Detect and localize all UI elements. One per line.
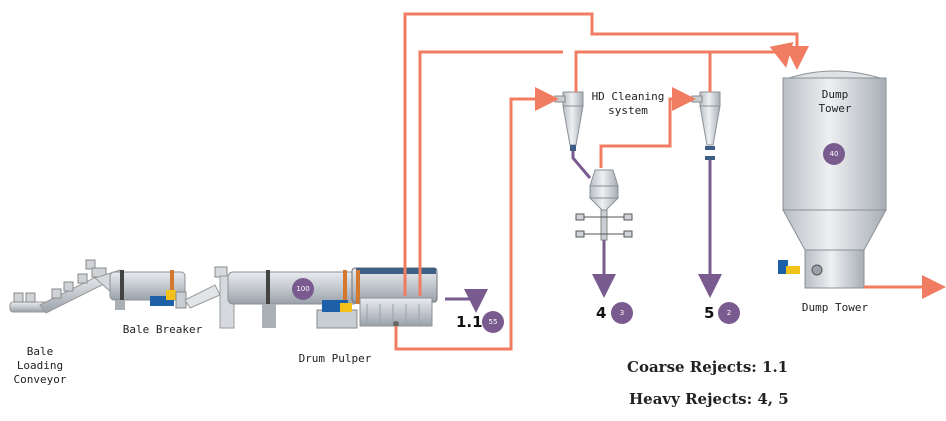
hd-cleaner-2 <box>691 91 721 160</box>
reject-flow-lines <box>445 151 722 313</box>
badge-drum-pulper: 100 <box>292 278 314 300</box>
hd-cleaner-1 <box>554 91 584 151</box>
label-hd-cleaning-system: HD Cleaning system <box>591 90 665 117</box>
bale-loading-conveyor <box>9 259 107 314</box>
badge-heavy-rejects-4: 3 <box>611 302 633 324</box>
reject-point-heavy-5: 5 <box>704 304 715 322</box>
reject-point-coarse: 1.1 <box>456 313 483 331</box>
badge-coarse-rejects: 55 <box>482 311 504 333</box>
reject-trap-tank <box>575 169 633 241</box>
label-bale-breaker: Bale Breaker <box>122 323 203 336</box>
label-drum-pulper: Drum Pulper <box>298 352 372 365</box>
legend-heavy-rejects: Heavy Rejects: 4, 5 <box>629 390 789 408</box>
bale-breaker <box>94 269 221 310</box>
badge-heavy-rejects-5: 2 <box>718 302 740 324</box>
drum-pulper <box>214 266 438 329</box>
badge-dump-tower: 40 <box>823 143 845 165</box>
label-bale-loading-conveyor: Bale Loading Conveyor <box>13 345 67 386</box>
label-dump-tower-top: Dump Tower <box>818 88 852 115</box>
main-flow-lines <box>394 12 946 351</box>
legend-coarse-rejects: Coarse Rejects: 1.1 <box>627 358 789 376</box>
label-dump-tower-bottom: Dump Tower <box>801 301 869 314</box>
dump-tower <box>778 70 887 289</box>
reject-point-heavy-4: 4 <box>596 304 607 322</box>
